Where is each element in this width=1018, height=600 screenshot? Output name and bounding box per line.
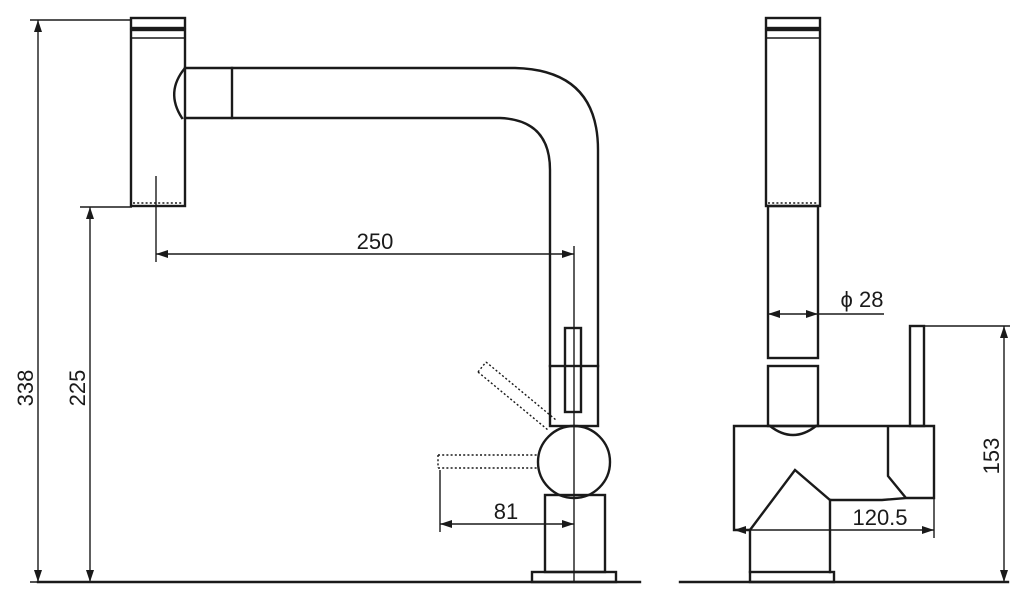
body-lower xyxy=(543,493,607,574)
dimension-spout-diameter-label: ϕ 28 xyxy=(841,287,884,312)
side-spout-lower xyxy=(766,364,820,428)
side-spray-head-cap xyxy=(764,16,822,30)
dimension-overall-height-label: 338 xyxy=(13,370,38,407)
side-view: ϕ 28 153 120.5 xyxy=(678,16,1010,584)
dimension-body-depth-label: 120.5 xyxy=(852,505,907,530)
lever-positions xyxy=(437,361,557,469)
dimension-lever-reach: 81 xyxy=(439,470,574,532)
dimension-spout-diameter: ϕ 28 xyxy=(768,287,884,318)
spray-head-cap xyxy=(129,16,187,30)
dimension-lever-reach-label: 81 xyxy=(494,499,518,524)
dimension-overall-height: 338 xyxy=(13,19,130,583)
dimension-spout-height: 225 xyxy=(65,206,132,582)
side-lever-handle xyxy=(908,324,926,428)
dimension-spout-reach-label: 250 xyxy=(357,229,394,254)
front-view: 338 225 250 xyxy=(13,16,642,584)
spray-head xyxy=(129,28,187,208)
dimension-spout-reach: 250 xyxy=(155,176,575,582)
front-base-plate xyxy=(530,570,618,584)
dimension-body-depth: 120.5 xyxy=(734,498,935,538)
dimension-lever-height-label: 153 xyxy=(979,438,1004,475)
dimension-spout-height-label: 225 xyxy=(65,370,90,407)
dimension-lever-height: 153 xyxy=(924,325,1010,582)
lever-hub xyxy=(536,424,612,500)
side-base-plate xyxy=(748,570,836,584)
body-sleeve xyxy=(563,326,583,414)
side-spray-head xyxy=(764,28,822,208)
side-spout-tube xyxy=(766,204,820,360)
spout-arm xyxy=(183,66,600,368)
